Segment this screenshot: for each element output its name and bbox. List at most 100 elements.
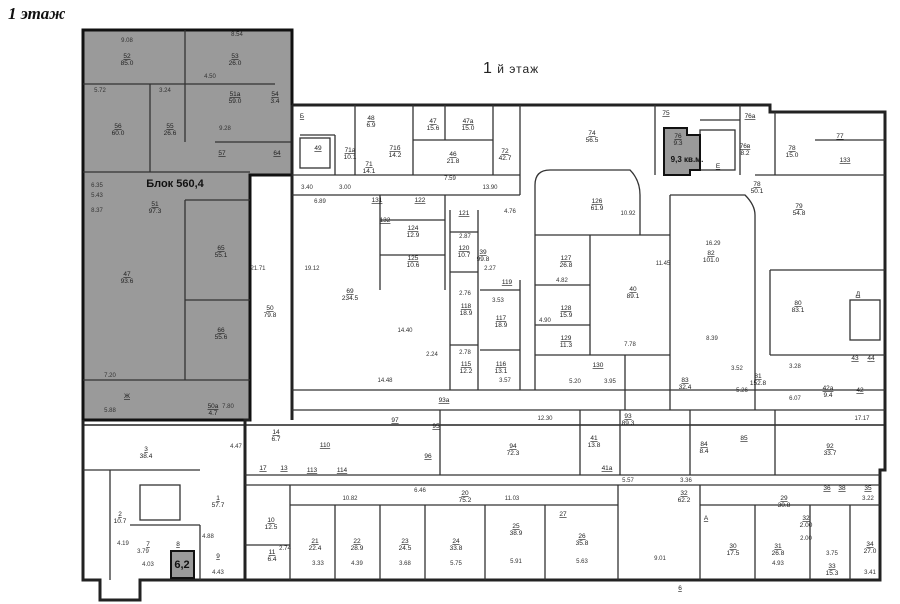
- room-area: 26.0: [229, 60, 242, 67]
- room-area: 33.7: [824, 450, 837, 457]
- room-number: 71б: [390, 144, 401, 152]
- room-number: 126: [592, 198, 603, 205]
- room-number: 49: [314, 145, 322, 152]
- room-number: 41а: [602, 465, 613, 472]
- room-number: 97: [391, 417, 399, 424]
- room-area: 6.4: [267, 556, 276, 563]
- room-number: 96: [424, 453, 432, 460]
- interior-walls: [83, 105, 885, 580]
- highlighted-block-area[interactable]: [81, 28, 294, 422]
- dimension-label: 5.26: [736, 388, 748, 394]
- room-number: 76в: [740, 143, 751, 150]
- room-area: 18.9: [495, 322, 508, 329]
- room-number: 33: [828, 563, 836, 570]
- room-area: 33.8: [450, 545, 463, 552]
- highlighted-unit-small[interactable]: [170, 550, 195, 579]
- dimension-label: 21.71: [250, 266, 266, 272]
- dimension-label: 5.75: [450, 561, 462, 567]
- room-area: 15.0: [786, 152, 799, 159]
- room-number: 54: [271, 91, 279, 98]
- building-walls: [81, 103, 887, 602]
- room-number: 41: [590, 435, 598, 442]
- dimension-label: 2.74: [279, 546, 291, 552]
- dimension-label: 9.08: [121, 38, 133, 44]
- dimension-label: 5.63: [576, 559, 588, 565]
- floor-title: 1 этаж: [8, 4, 66, 23]
- room-number: Е: [716, 163, 721, 170]
- dimension-label: 10.92: [620, 211, 636, 217]
- dimension-label: 4.50: [204, 74, 216, 80]
- room-area: 2.00: [800, 522, 813, 529]
- room-area: 60.0: [112, 130, 125, 137]
- room-number: 47: [123, 271, 131, 278]
- dimension-label: 8.39: [706, 336, 718, 342]
- room-number: 52: [123, 53, 131, 60]
- room-number: 125: [408, 255, 419, 262]
- dimension-label: 10.82: [342, 496, 358, 502]
- room-number: 113: [307, 467, 318, 474]
- room-area: 59.0: [229, 98, 242, 105]
- room-area: 32.4: [679, 384, 692, 391]
- room-area: 28.9: [351, 545, 364, 552]
- room-area: 54.8: [793, 210, 806, 217]
- dimension-label: 3.68: [399, 561, 411, 567]
- dimension-label: 2.27: [484, 266, 496, 272]
- room-number: 35: [864, 485, 872, 492]
- room-number: 128: [561, 305, 572, 312]
- plan-subtitle: 1 й этаж: [483, 60, 539, 78]
- dimension-label: 3.41: [864, 570, 876, 576]
- dimension-label: 6.46: [414, 488, 426, 494]
- room-number: 11: [269, 549, 276, 556]
- room-area: 61.9: [591, 205, 604, 212]
- room-number: 50а: [208, 403, 219, 410]
- room-area: 97.3: [149, 208, 162, 215]
- dimension-label: 5.20: [569, 379, 581, 385]
- room-number: 119: [502, 279, 513, 286]
- room-area: 85.0: [121, 60, 134, 67]
- dimension-label: 13.90: [482, 185, 498, 191]
- block-interior-walls: [83, 30, 292, 381]
- room-number: 76: [674, 133, 682, 140]
- dimension-label: 5.72: [94, 88, 106, 94]
- room-number: 25: [512, 523, 520, 530]
- dimension-label: 9.28: [219, 126, 231, 132]
- room-area: 14.2: [389, 152, 402, 159]
- room-number: 71: [365, 161, 373, 168]
- room-number: Ж: [124, 393, 130, 400]
- dimension-label: 3.57: [499, 378, 511, 384]
- room-number: 14: [272, 429, 280, 436]
- room-number: 65: [217, 245, 225, 252]
- room-number: 24: [452, 538, 460, 545]
- room-number: 9: [216, 553, 220, 560]
- room-number: 23: [401, 538, 409, 545]
- room-number: 120: [459, 245, 470, 252]
- room-number: 95: [432, 423, 440, 430]
- room-number: 114: [337, 467, 348, 474]
- dimension-label: 5.57: [622, 478, 634, 484]
- room-area: 38.4: [140, 453, 153, 460]
- room-number: 74: [588, 130, 596, 137]
- room-area: 9.4: [823, 392, 832, 399]
- room-area: 42.7: [499, 155, 512, 162]
- room-area: 27.0: [864, 548, 877, 555]
- highlighted-unit-76[interactable]: [663, 127, 701, 176]
- room-area: 89.1: [627, 293, 640, 300]
- room-area: 57.7: [212, 502, 225, 509]
- room-area: 93.6: [121, 278, 134, 285]
- dimension-label: 4.47: [230, 444, 242, 450]
- room-number: 94: [509, 443, 517, 450]
- room-number: 48: [367, 115, 375, 122]
- room-number: 51: [151, 201, 159, 208]
- dimension-label: 4.19: [117, 541, 129, 547]
- room-number: 7: [146, 541, 150, 548]
- room-number: 2: [118, 511, 122, 518]
- dimension-label: 3.33: [312, 561, 324, 567]
- room-area: 55.1: [215, 252, 228, 259]
- room-number: 84: [700, 441, 708, 448]
- room-number: 77: [836, 133, 844, 140]
- dimension-label: 4.43: [212, 570, 224, 576]
- room-number: 47: [429, 118, 437, 125]
- room-number: 72: [501, 148, 509, 155]
- room-area: 17.5: [727, 550, 740, 557]
